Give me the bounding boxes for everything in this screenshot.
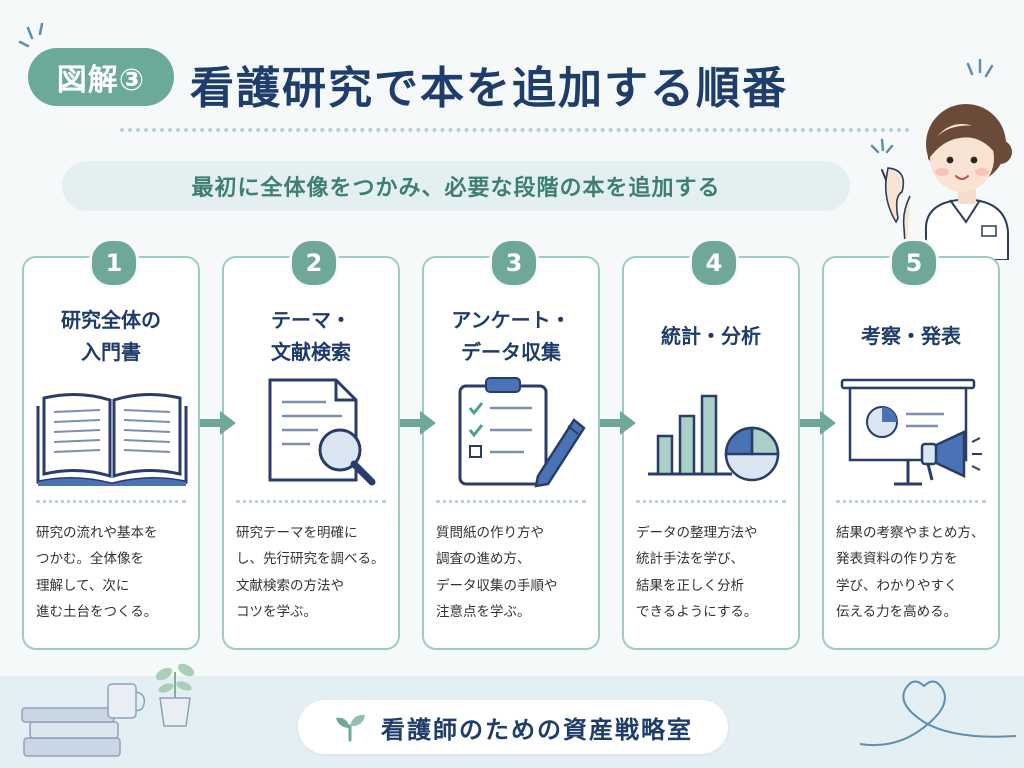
step-number-badge: 1: [89, 238, 139, 288]
page-title: 看護研究で本を追加する順番: [190, 63, 788, 114]
step-number-badge: 2: [289, 238, 339, 288]
step-title: 統計・分析: [661, 324, 761, 348]
heart-line-icon: [859, 680, 1017, 747]
step-card-5: 考察・発表 結果の考察やまとめ方、発表資料の作り方を学び、わかりやすく伝える力を…: [822, 256, 1000, 650]
sparkle-lines-icon: [870, 138, 894, 154]
card-divider: [836, 500, 986, 503]
subtitle-banner: 最初に全体像をつかみ、必要な段階の本を追加する: [62, 161, 850, 211]
step-description: 質問紙の作り方や調査の進め方、データ収集の手順や注意点を学ぶ。: [436, 525, 558, 620]
clipboard-pen-icon: [458, 377, 586, 488]
step-card-1: 研究全体の入門書 研究の流れや基本をつかむ。全体像を理解して、次に進む土台をつく…: [22, 256, 200, 650]
nurse-illustration: [881, 104, 1012, 260]
step-number-badge: 4: [689, 238, 739, 288]
figure-tag: 図解③: [28, 48, 174, 106]
title-divider: [120, 128, 910, 132]
card-divider: [36, 500, 186, 503]
footer-brand-text: 看護師のための資産戦略室: [381, 715, 693, 744]
step-description: 結果の考察やまとめ方、発表資料の作り方を学び、わかりやすく伝える力を高める。: [836, 525, 985, 620]
sprout-icon: [336, 714, 365, 742]
step-description: 研究テーマを明確にし、先行研究を調べる。文献検索の方法やコツを学ぶ。: [236, 525, 385, 620]
step-title: 研究全体の入門書: [61, 308, 161, 364]
step-card-2: テーマ・文献検索 研究テーマを明確にし、先行研究を調べる。文献検索の方法やコツを…: [222, 256, 400, 650]
sparkle-lines-icon: [966, 58, 994, 78]
step-description: データの整理方法や統計手法を学び、結果を正しく分析できるようにする。: [636, 525, 758, 620]
arrow-right-icon: [800, 411, 836, 435]
sparkle-lines-icon: [18, 22, 44, 48]
step-number-badge: 3: [489, 238, 539, 288]
card-divider: [236, 500, 386, 503]
step-title: テーマ・文献検索: [271, 308, 351, 364]
step-title: アンケート・データ収集: [451, 308, 571, 364]
card-divider: [636, 500, 786, 503]
books-mug-plant-illustration: [21, 663, 195, 757]
arrow-right-icon: [400, 411, 436, 435]
step-number-badge: 5: [889, 238, 939, 288]
step-card-4: 統計・分析 データの整理方法や統計手法を学び、結果を正しく分析できるようにする。: [622, 256, 800, 650]
card-divider: [436, 500, 586, 503]
step-title: 考察・発表: [861, 324, 961, 348]
step-card-3: アンケート・データ収集 質問紙の作り方や調査の進め方、データ収集の手順や注意点を…: [422, 256, 600, 650]
step-description: 研究の流れや基本をつかむ。全体像を理解して、次に進む土台をつくる。: [36, 525, 158, 620]
document-magnifier-icon: [268, 378, 376, 486]
open-book-icon: [36, 392, 188, 486]
presentation-megaphone-icon: [840, 378, 982, 486]
footer-brand-pill: 看護師のための資産戦略室: [298, 700, 728, 754]
bar-pie-chart-icon: [648, 394, 780, 482]
arrow-right-icon: [200, 411, 236, 435]
arrow-right-icon: [600, 411, 636, 435]
